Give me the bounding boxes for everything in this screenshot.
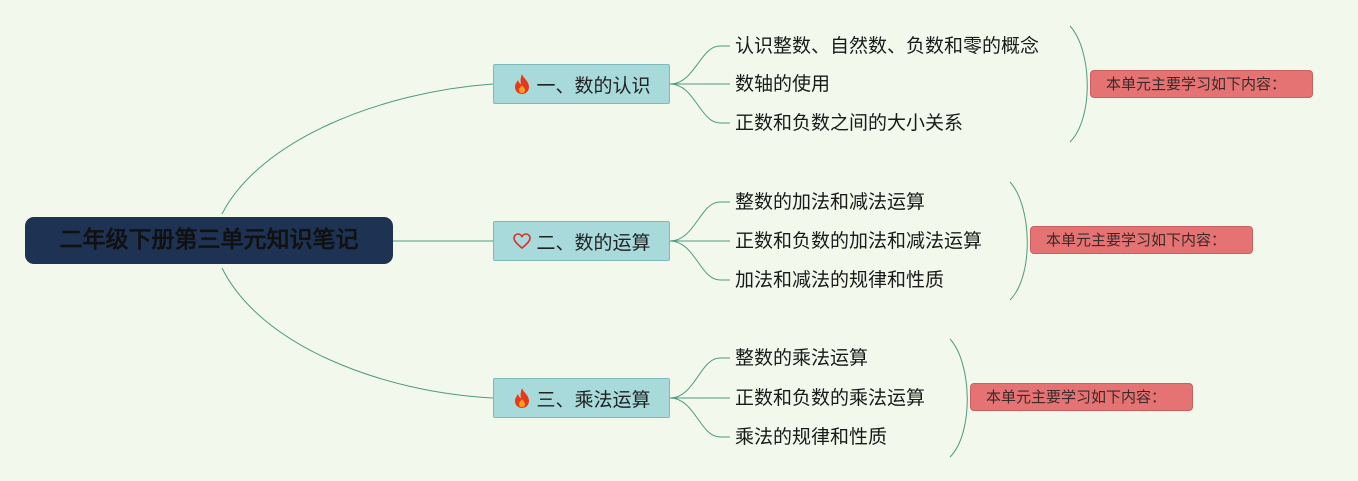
fire-icon bbox=[512, 73, 532, 95]
branch-title: 三、乘法运算 bbox=[536, 388, 651, 411]
branch-2-leaf-connector bbox=[669, 201, 730, 242]
root-topic[interactable]: 二年级下册第三单元知识笔记 bbox=[25, 217, 393, 264]
summary-note-3[interactable]: 本单元主要学习如下内容： bbox=[970, 383, 1193, 411]
summary-note-2[interactable]: 本单元主要学习如下内容： bbox=[1030, 226, 1253, 254]
branch-3-leaf-connector bbox=[669, 357, 730, 399]
leaf-topic[interactable]: 正数和负数的加法和减法运算 bbox=[735, 230, 983, 252]
summary-note-1[interactable]: 本单元主要学习如下内容： bbox=[1090, 70, 1313, 98]
heart-icon bbox=[512, 230, 532, 252]
leaf-topic[interactable]: 正数和负数的乘法运算 bbox=[735, 387, 926, 409]
branch-topic-2[interactable]: 二、数的运算 bbox=[493, 221, 670, 261]
leaf-topic[interactable]: 加法和减法的规律和性质 bbox=[735, 269, 945, 291]
leaf-topic[interactable]: 整数的乘法运算 bbox=[735, 347, 869, 369]
branch-topic-3[interactable]: 三、乘法运算 bbox=[493, 378, 670, 418]
summary-bracket-3 bbox=[949, 338, 968, 458]
branch-2-leaf-connector bbox=[669, 240, 730, 281]
branch-topic-1[interactable]: 一、数的认识 bbox=[493, 64, 670, 104]
summary-bracket-2 bbox=[1009, 181, 1028, 301]
fire-icon bbox=[512, 387, 532, 409]
branch-title: 二、数的运算 bbox=[536, 231, 651, 254]
leaf-topic[interactable]: 乘法的规律和性质 bbox=[735, 426, 888, 448]
root-to-branch-3-connector bbox=[221, 267, 494, 399]
root-to-branch-1-connector bbox=[221, 83, 494, 215]
leaf-topic[interactable]: 认识整数、自然数、负数和零的概念 bbox=[735, 35, 1040, 57]
leaf-topic[interactable]: 数轴的使用 bbox=[735, 73, 831, 95]
branch-1-leaf-connector bbox=[669, 83, 730, 124]
leaf-topic[interactable]: 正数和负数之间的大小关系 bbox=[735, 112, 964, 134]
branch-title: 一、数的认识 bbox=[536, 74, 651, 97]
branch-3-leaf-connector bbox=[669, 397, 730, 438]
leaf-topic[interactable]: 整数的加法和减法运算 bbox=[735, 191, 926, 213]
branch-1-leaf-connector bbox=[669, 45, 730, 85]
summary-bracket-1 bbox=[1069, 25, 1088, 143]
